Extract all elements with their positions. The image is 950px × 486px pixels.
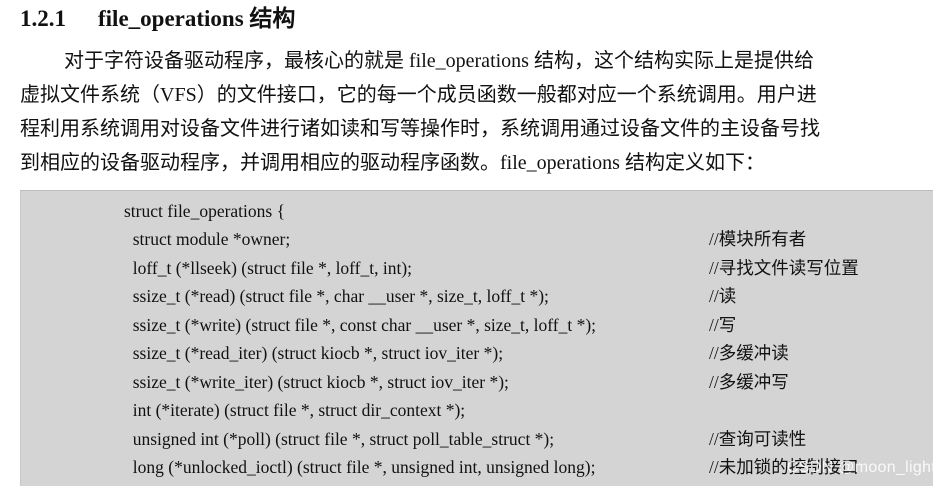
code-text: long (*unlocked_ioctl) (struct file *, u… <box>124 457 596 477</box>
code-comment: //读 <box>709 286 737 306</box>
code-text: loff_t (*llseek) (struct file *, loff_t,… <box>124 258 413 278</box>
section-number: 1.2.1 <box>20 6 66 31</box>
code-text: struct module *owner; <box>124 229 291 249</box>
code-comment: //写 <box>709 315 737 335</box>
paragraph-line: 到相应的设备驱动程序，并调用相应的驱动程序函数。file_operations … <box>20 152 765 174</box>
code-line: int (*iterate) (struct file *, struct di… <box>21 396 933 424</box>
code-text: ssize_t (*write) (struct file *, const c… <box>124 315 597 335</box>
code-comment: //多缓冲写 <box>709 372 789 392</box>
code-comment: //查询可读性 <box>709 429 807 449</box>
code-comment: //寻找文件读写位置 <box>709 258 859 278</box>
code-line: long (*unlocked_ioctl) (struct file *, u… <box>21 453 933 481</box>
paragraph-line: 对于字符设备驱动程序，最核心的就是 file_operations 结构，这个结… <box>64 50 814 72</box>
paragraph-line: 程利用系统调用对设备文件进行诸如读和写等操作时，系统调用通过设备文件的主设备号找 <box>20 118 820 140</box>
code-text: ssize_t (*read) (struct file *, char __u… <box>124 286 549 306</box>
code-block: struct file_operations { struct module *… <box>20 190 933 486</box>
code-comment: //未加锁的控制接口 <box>709 457 859 477</box>
code-text: unsigned int (*poll) (struct file *, str… <box>124 429 555 449</box>
csdn-watermark: CSDN @moon_light <box>786 459 936 476</box>
paragraph-line: 虚拟文件系统（VFS）的文件接口，它的每一个成员函数一般都对应一个系统调用。用户… <box>20 84 817 106</box>
code-line: ssize_t (*read_iter) (struct kiocb *, st… <box>21 339 933 367</box>
code-line: ssize_t (*write) (struct file *, const c… <box>21 311 933 339</box>
code-line: ssize_t (*write_iter) (struct kiocb *, s… <box>21 368 933 396</box>
code-text: ssize_t (*read_iter) (struct kiocb *, st… <box>124 343 504 363</box>
code-line: unsigned int (*poll) (struct file *, str… <box>21 425 933 453</box>
code-line: struct module *owner; //模块所有者 <box>21 225 933 253</box>
intro-paragraph: 对于字符设备驱动程序，最核心的就是 file_operations 结构，这个结… <box>20 44 940 180</box>
section-title: file_operations 结构 <box>98 6 296 31</box>
code-comment: //多缓冲读 <box>709 343 789 363</box>
code-line: ssize_t (*read) (struct file *, char __u… <box>21 282 933 310</box>
code-text: struct file_operations { <box>124 201 285 221</box>
code-comment: //模块所有者 <box>709 229 807 249</box>
section-heading: 1.2.1 file_operations 结构 <box>20 2 295 36</box>
code-line: struct file_operations { <box>21 197 933 225</box>
code-line: loff_t (*llseek) (struct file *, loff_t,… <box>21 254 933 282</box>
code-text: ssize_t (*write_iter) (struct kiocb *, s… <box>124 372 509 392</box>
code-text: int (*iterate) (struct file *, struct di… <box>124 400 466 420</box>
